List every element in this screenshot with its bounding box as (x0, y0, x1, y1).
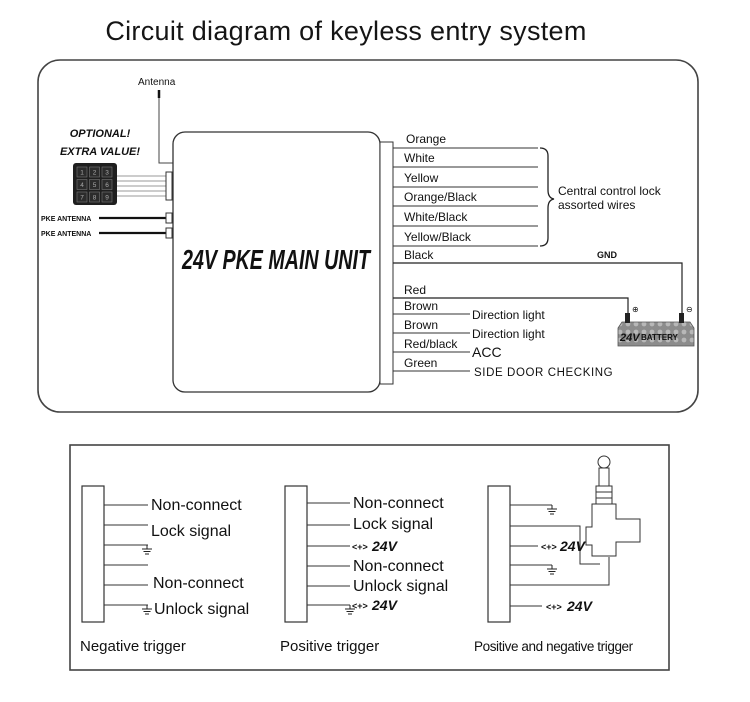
antenna-label: Antenna (138, 77, 176, 88)
pos-label-3: 24V (371, 538, 399, 554)
keypad-key (76, 191, 88, 203)
pos-label-1: Non-connect (353, 495, 444, 512)
keypad-icon: 1 2 3 4 5 6 7 8 9 (73, 163, 117, 205)
keypad-key (89, 191, 100, 203)
both-label-1: 24V (559, 538, 587, 554)
battery-icon: ⊕ ⊖ 24V BATTERY (617, 305, 695, 347)
battery-voltage-label: 24V (619, 332, 641, 344)
gnd-wire (393, 262, 683, 318)
wire-label: Brown (404, 299, 438, 313)
door-lock-actuator-icon (585, 455, 641, 557)
wire-label: White (404, 151, 435, 165)
both-plus-symbol-1: <+> (541, 542, 557, 552)
main-unit-label: 24V PKE MAIN UNIT (181, 245, 372, 276)
wire-label: White/Black (404, 210, 468, 224)
neg-label-5: Non-connect (153, 575, 244, 592)
wire-group-brace (539, 147, 555, 247)
negative-trigger-diagram: Non-connect Lock signal Non-connect Unlo… (80, 485, 249, 655)
keypad-key-label: 4 (80, 182, 84, 189)
pke-antenna-label-1: PKE ANTENNA (41, 216, 91, 223)
positive-trigger-diagram: Non-connect Lock signal <+> 24V Non-conn… (280, 485, 448, 655)
keypad-key (76, 179, 88, 190)
neg-label-1: Non-connect (151, 497, 242, 514)
pos-plus-symbol-2: <+> (352, 601, 368, 611)
gnd-label: GND (597, 250, 618, 260)
neg-label-2: Lock signal (151, 523, 231, 540)
pos-label-4: Non-connect (353, 558, 444, 575)
wire-label: Brown (404, 318, 438, 332)
pke-antenna-label-2: PKE ANTENNA (41, 231, 91, 238)
wire-label: Yellow (404, 171, 439, 185)
positive-trigger-caption: Positive trigger (280, 638, 379, 655)
battery-label: BATTERY (641, 333, 679, 342)
optional-label: OPTIONAL! (70, 128, 131, 140)
keypad-key (89, 179, 100, 190)
keypad-key (101, 166, 113, 178)
wire-label: Red/black (404, 337, 458, 351)
pos-label-2: Lock signal (353, 516, 433, 533)
red-power-wire (393, 297, 629, 318)
keypad-key-label: 3 (105, 170, 109, 177)
top-panel-frame (37, 59, 699, 413)
keypad-key-label: 9 (105, 195, 109, 202)
pos-label-6: 24V (371, 597, 399, 613)
keypad-key-label: 7 (80, 195, 84, 202)
battery-plus-symbol: ⊕ (632, 305, 639, 314)
keypad-wires (117, 171, 173, 201)
extra-value-label: EXTRA VALUE! (60, 146, 140, 158)
keypad-key-label: 6 (105, 182, 109, 189)
pos-label-5: Unlock signal (353, 578, 448, 595)
lock-wires-annotation-2: assorted wires (558, 198, 635, 212)
wire-label-black: Black (404, 248, 434, 262)
pos-plus-symbol-1: <+> (352, 542, 368, 552)
wire-function-label: Direction light (472, 327, 545, 341)
wire-label: Orange (406, 132, 446, 146)
both-label-2: 24V (566, 598, 594, 614)
keypad-key (101, 191, 113, 203)
keypad-key-label: 8 (93, 195, 97, 202)
wire-function-label: SIDE DOOR CHECKING (474, 367, 613, 379)
keypad-key (101, 179, 113, 190)
wire-label: Red (404, 283, 426, 297)
wire-label: Green (404, 356, 437, 370)
neg-label-6: Unlock signal (154, 601, 249, 618)
both-plus-symbol-2: <+> (546, 602, 562, 612)
positive-negative-trigger-diagram: <+> 24V <+> 24V Positive and negative tr… (474, 455, 641, 654)
wire-connector-strip (379, 141, 394, 385)
negative-trigger-caption: Negative trigger (80, 638, 186, 655)
wire-function-label: ACC (472, 344, 502, 360)
wire-function-label: Direction light (472, 308, 545, 322)
diagram-title: Circuit diagram of keyless entry system (105, 16, 587, 46)
lock-wires-group: OrangeWhiteYellowOrange/BlackWhite/Black… (393, 132, 538, 247)
keypad-key-label: 5 (93, 182, 97, 189)
bottom-panel-frame (69, 444, 670, 671)
keypad-key (89, 166, 100, 178)
wire-label: Orange/Black (404, 190, 478, 204)
lock-wires-annotation-1: Central control lock (558, 184, 662, 198)
keypad-key-label: 2 (93, 170, 97, 177)
keypad-key-label: 1 (80, 170, 84, 177)
antenna-icon (157, 90, 174, 164)
wire-label: Yellow/Black (404, 230, 472, 244)
keypad-key (76, 166, 88, 178)
both-trigger-caption: Positive and negative trigger (474, 639, 634, 654)
battery-minus-symbol: ⊖ (686, 305, 693, 314)
